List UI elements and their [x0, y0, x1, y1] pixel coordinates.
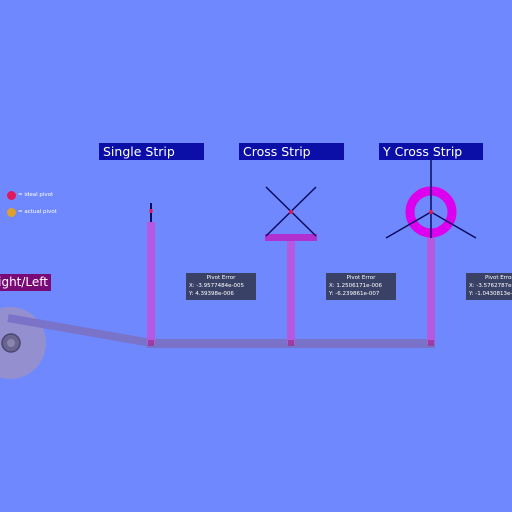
y-cross-strip-title: Y Cross Strip — [379, 143, 483, 160]
error-x: X: -3.5762787e-007 — [469, 283, 512, 289]
error-y: Y: -6.239861e-007 — [329, 291, 380, 297]
cross-strip-pivot-icon — [289, 210, 293, 214]
cross-strip-post[interactable] — [287, 238, 295, 344]
error-title: Pivot Error — [485, 275, 512, 281]
wheel-hub-center — [7, 339, 15, 347]
single-strip-title: Single Strip — [99, 143, 204, 160]
cross-strip-crossbar — [265, 234, 317, 241]
y-cross-strip-error-panel: Pivot Error X: -3.5762787e-007 Y: -1.043… — [466, 273, 512, 300]
legend-actual-label: = actual pivot — [18, 209, 57, 215]
ideal-pivot-dot-icon — [7, 190, 16, 200]
single-strip[interactable] — [147, 222, 155, 344]
legend-ideal-pivot: = ideal pivot — [7, 190, 53, 200]
legend-ideal-label: = ideal pivot — [18, 192, 54, 198]
cross-strip-error-panel: Pivot Error X: 1.2506171e-006 Y: -6.2398… — [326, 273, 396, 300]
y-cross-strip-post[interactable] — [427, 236, 435, 344]
error-x: X: -3.9577484e-005 — [189, 283, 244, 289]
single-strip-error-panel: Pivot Error X: -3.9577484e-005 Y: 4.3939… — [186, 273, 256, 300]
single-strip-joint — [148, 340, 154, 346]
y-cross-strip-line-b — [430, 211, 477, 239]
direction-label: Right/Left — [0, 274, 51, 291]
error-y: Y: -1.0430813e-007 — [469, 291, 512, 297]
error-title: Pivot Error — [206, 275, 236, 281]
single-strip-pivot-icon — [149, 209, 153, 213]
cross-strip-joint — [288, 340, 294, 346]
error-x: X: 1.2506171e-006 — [329, 283, 382, 289]
cross-strip-title: Cross Strip — [239, 143, 344, 160]
error-y: Y: 4.39398e-006 — [189, 291, 234, 297]
legend-actual-pivot: = actual pivot — [7, 207, 57, 217]
direction-label-text: Right/Left — [0, 275, 48, 289]
y-cross-strip-line-a — [385, 211, 432, 239]
actual-pivot-dot-icon — [7, 207, 16, 217]
error-title: Pivot Error — [346, 275, 376, 281]
y-cross-strip-pivot-icon — [429, 210, 433, 214]
y-cross-strip-joint — [428, 340, 434, 346]
connecting-rod — [7, 314, 152, 347]
